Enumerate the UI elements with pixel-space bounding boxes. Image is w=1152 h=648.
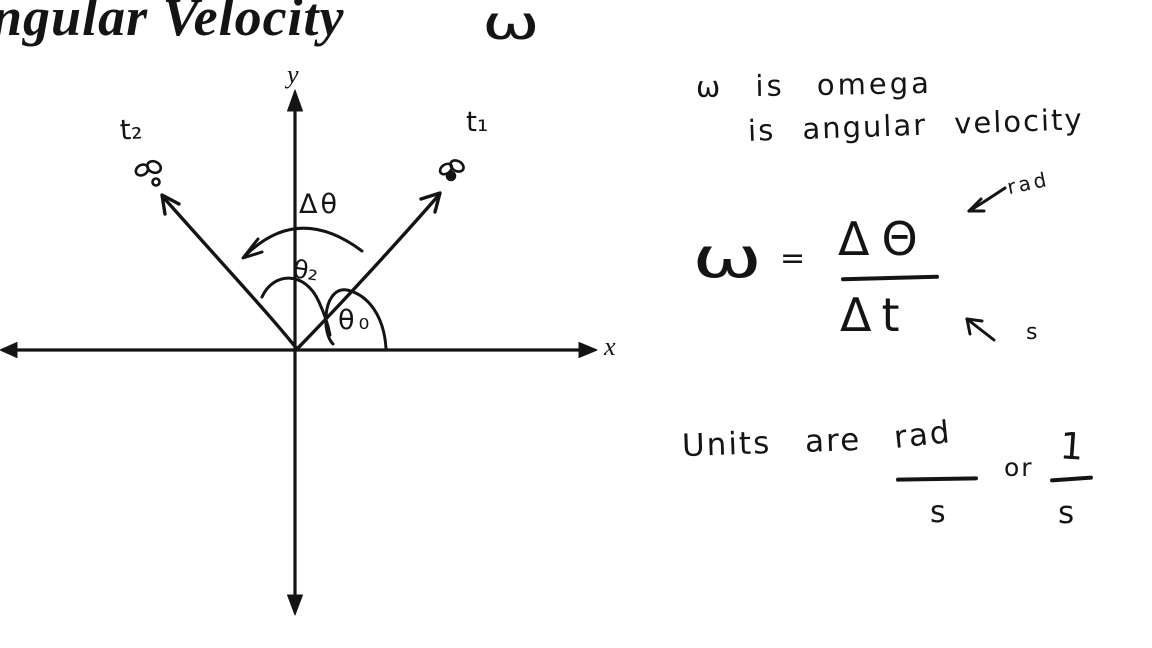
theta0-label: θ₀ — [338, 305, 374, 336]
y-axis-label: y — [287, 60, 299, 89]
units-prefix-text: Units are — [681, 421, 862, 465]
formula-lhs-omega: ω — [692, 226, 763, 291]
units-fraction2-numerator: 1 — [1058, 424, 1086, 469]
note-definition-line1: ω is omega — [695, 65, 933, 105]
delta-theta-label: Δθ — [299, 189, 340, 220]
units-fraction2-denominator: s — [1058, 495, 1075, 531]
theta0-arc — [324, 288, 388, 350]
vector-t2-label: t₂ — [118, 112, 144, 147]
vector-t2 — [160, 193, 299, 351]
units-fraction1-denominator: s — [930, 495, 946, 530]
page-title: ngular Velocity — [0, 0, 345, 47]
s-annotation-arrow — [965, 317, 996, 342]
formula-equals-sign: = — [780, 241, 806, 276]
theta2-label: θ₂ — [291, 254, 321, 287]
vector-t1 — [295, 191, 442, 351]
units-conjunction: or — [1004, 453, 1034, 482]
x-axis — [0, 342, 598, 358]
delta-theta-arc — [241, 226, 364, 260]
formula-numerator: ΔΘ — [838, 212, 930, 266]
title-omega-symbol: ω — [482, 0, 540, 50]
fly-doodle-t1 — [438, 159, 465, 182]
formula-denominator: Δt — [840, 288, 910, 342]
denominator-unit-annotation: s — [1026, 320, 1038, 345]
vector-t1-label: t₁ — [466, 105, 489, 138]
fly-doodle-t2 — [134, 159, 163, 187]
y-axis — [287, 89, 303, 616]
units-fraction1-numerator: rad — [892, 414, 954, 456]
rad-annotation-arrow — [967, 186, 1007, 213]
x-axis-label: x — [604, 332, 616, 361]
